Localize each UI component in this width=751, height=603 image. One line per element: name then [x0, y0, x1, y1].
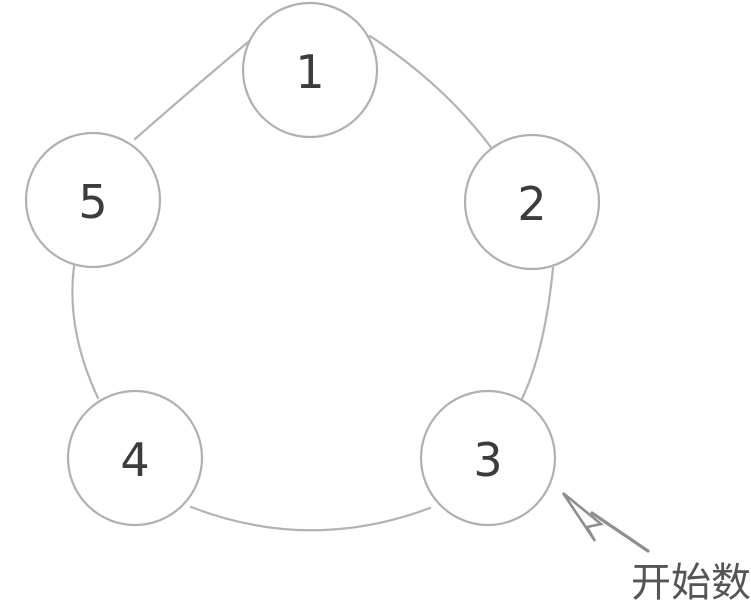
node-4-label: 4: [120, 433, 149, 487]
node-4[interactable]: 4: [66, 389, 204, 527]
node-5-circle[interactable]: [24, 131, 162, 269]
edge-1-to-2: [368, 34, 495, 152]
edge-3-to-4: [189, 505, 432, 532]
node-3-circle[interactable]: [419, 389, 557, 527]
edge-layer: [71, 34, 555, 532]
node-4-circle[interactable]: [66, 389, 204, 527]
node-2[interactable]: 2: [463, 133, 601, 271]
node-5-label: 5: [78, 175, 107, 229]
node-layer: 1 2 3 4 5: [24, 1, 601, 527]
node-5[interactable]: 5: [24, 131, 162, 269]
edge-5-to-1: [133, 36, 255, 141]
start-annotation: 开始数: [561, 491, 751, 603]
node-1-label: 1: [295, 45, 324, 99]
annotation-arrow-shaft: [590, 511, 650, 553]
node-1[interactable]: 1: [241, 1, 379, 139]
edge-2-to-3: [520, 266, 555, 401]
node-1-circle[interactable]: [241, 1, 379, 139]
annotation-label: 开始数: [631, 560, 751, 603]
node-2-circle[interactable]: [463, 133, 601, 271]
node-3-label: 3: [473, 433, 502, 487]
node-3[interactable]: 3: [419, 389, 557, 527]
node-2-label: 2: [517, 177, 546, 231]
annotation-arrow-head: [561, 491, 604, 542]
edge-4-to-5: [71, 264, 100, 400]
